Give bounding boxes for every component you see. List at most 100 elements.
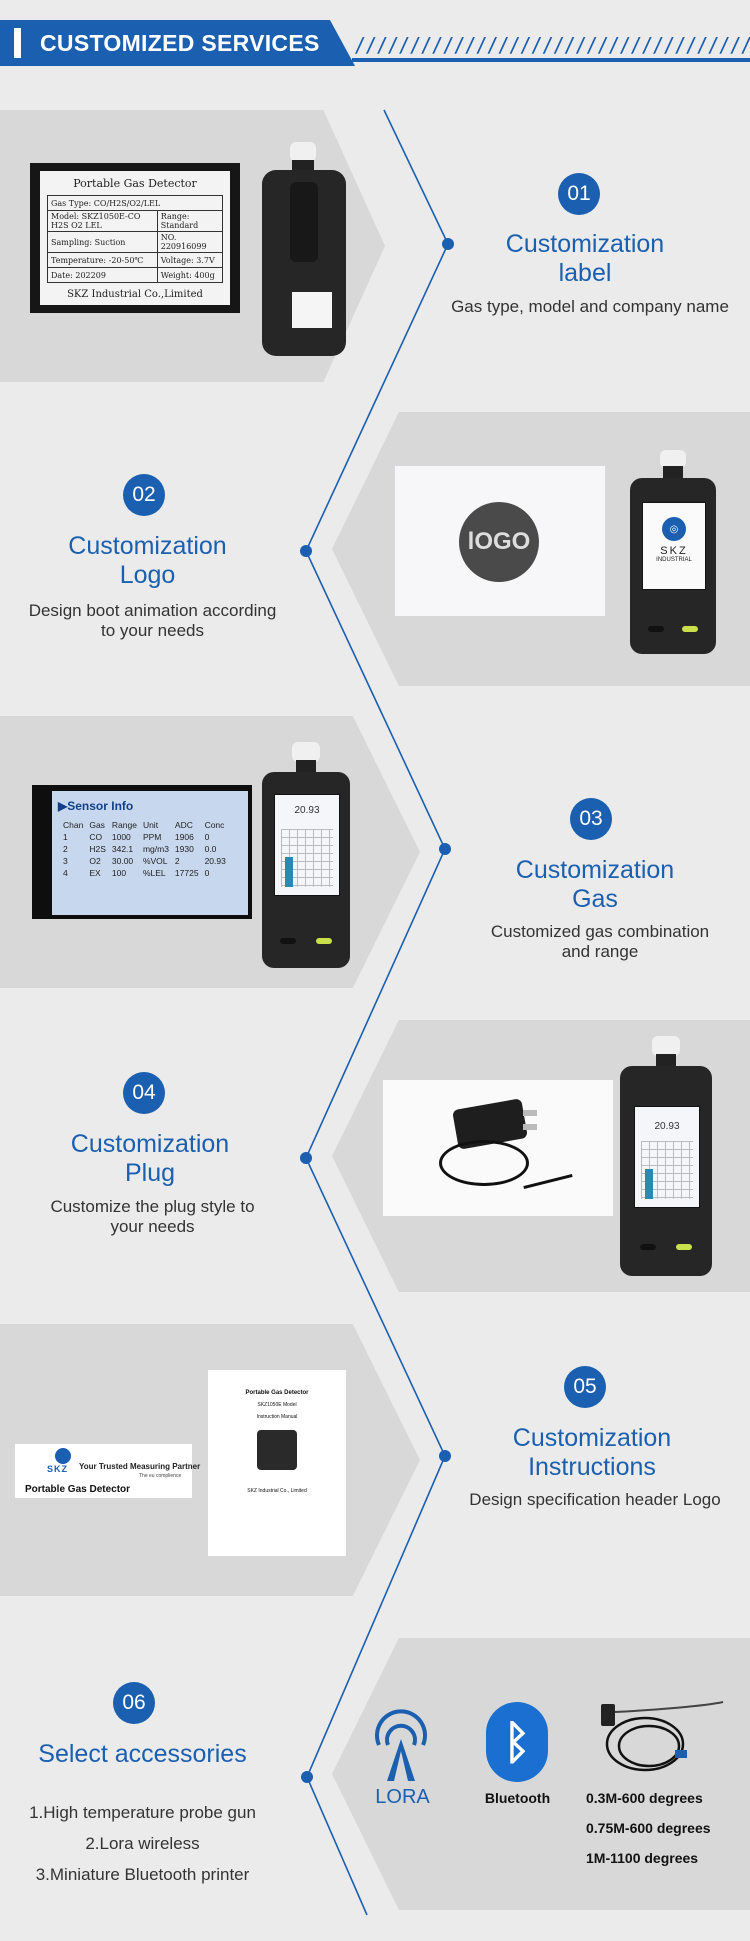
- title-line: Customization: [515, 856, 675, 884]
- probe-gun-image: [601, 1701, 724, 1772]
- sensor-cell: %VOL: [142, 856, 168, 866]
- probe-spec: 1M-1100 degrees: [586, 1850, 699, 1866]
- bluetooth-icon: ᛒ: [486, 1702, 548, 1782]
- sensor-header: Conc: [204, 820, 225, 830]
- step-number-01: 01: [558, 173, 600, 215]
- section-03-desc: Customized gas combination and range: [450, 922, 750, 962]
- sensor-header: Gas: [89, 820, 105, 830]
- timeline-node: [301, 1771, 313, 1783]
- header-banner: [0, 20, 355, 66]
- title-line: Customization: [70, 1130, 230, 1158]
- sensor-cell: 2: [63, 844, 68, 854]
- table-row: 4 EX 100 %LEL 17725 0: [60, 867, 229, 879]
- instruction-manual-cover: Portable Gas Detector SKZ1050E Model Ins…: [208, 1370, 346, 1556]
- section-01-desc: Gas type, model and company name: [451, 297, 729, 316]
- brand-icon: ◎: [662, 517, 686, 541]
- screen-reading: 20.93: [654, 1121, 680, 1132]
- play-icon: ▶: [58, 799, 68, 813]
- table-row: 1 CO 1000 PPM 1906 0: [60, 831, 229, 843]
- desc-line: Design boot animation according: [28, 601, 277, 620]
- section-03-title: Customization Gas: [480, 856, 710, 914]
- section-05-title: Customization Instructions: [474, 1424, 710, 1482]
- accessory-list: 1.High temperature probe gun 2.Lora wire…: [0, 1797, 285, 1890]
- doc-company: SKZ Industrial Co., Limited: [247, 1488, 307, 1494]
- label-cell: Weight: 400g: [156, 267, 224, 283]
- doc-model: SKZ1050E Model: [257, 1402, 297, 1408]
- label-cell: Voltage: 3.7V: [156, 252, 224, 268]
- doc-title: Portable Gas Detector: [245, 1390, 309, 1396]
- label-card: Portable Gas Detector Gas Type: CO/H2S/O…: [30, 163, 240, 313]
- sensor-info-screen: ▶Sensor Info Chan Gas Range Unit ADC Con…: [32, 785, 252, 919]
- sensor-header: Chan: [63, 820, 84, 830]
- sensor-cell: 342.1: [111, 844, 134, 854]
- list-item: 2.Lora wireless: [85, 1834, 200, 1853]
- sensor-cell: CO: [89, 832, 103, 842]
- header-slash-decoration: ////////////////////////////////////////…: [354, 33, 750, 57]
- sensor-cell: 0: [204, 868, 210, 878]
- sensor-cell: EX: [89, 868, 101, 878]
- desc-line: and range: [561, 942, 639, 961]
- title-line: label: [558, 259, 612, 287]
- sensor-cell: 1000: [111, 832, 131, 842]
- sensor-cell: mg/m3: [142, 844, 169, 854]
- section-01-title: Customization label: [470, 230, 700, 288]
- sensor-cell: %LEL: [142, 868, 166, 878]
- label-cell: Temperature: -20-50℃: [47, 252, 158, 268]
- timeline-node: [300, 545, 312, 557]
- brand-name: SKZ: [47, 1464, 68, 1474]
- title-line: Plug: [124, 1159, 176, 1187]
- section-05-desc: Design specification header Logo: [469, 1490, 721, 1509]
- device-image-gas: 20.93: [262, 742, 350, 968]
- sensor-info-title: Sensor Info: [67, 799, 134, 813]
- timeline-node: [439, 843, 451, 855]
- device-image-plug: 20.93: [620, 1036, 712, 1276]
- sensor-cell: 30.00: [111, 856, 134, 866]
- case-photo: [257, 1430, 297, 1470]
- step-number-02: 02: [123, 474, 165, 516]
- timeline-node: [439, 1450, 451, 1462]
- manual-header-logo: SKZ Your Trusted Measuring Partner The e…: [15, 1444, 200, 1498]
- label-card-table: Gas Type: CO/H2S/O2/LEL Model: SKZ1050E-…: [47, 195, 224, 283]
- label-cell: NO. 220916099: [156, 231, 224, 253]
- bluetooth-label: Bluetooth: [484, 1790, 551, 1806]
- step-number-03: 03: [570, 798, 612, 840]
- screen-reading: 20.93: [294, 805, 320, 816]
- header-underline: [352, 58, 750, 62]
- section-06-title: Select accessories: [38, 1740, 247, 1768]
- step-number-06: 06: [113, 1682, 155, 1724]
- probe-spec: 0.3M-600 degrees: [586, 1790, 703, 1806]
- desc-line: Customized gas combination: [490, 922, 710, 941]
- table-row: 3 O2 30.00 %VOL 2 20.93: [60, 855, 229, 867]
- title-line: Gas: [572, 885, 618, 913]
- brand-icon: [55, 1448, 71, 1464]
- sensor-cell: 0: [204, 832, 210, 842]
- section-02-title: Customization Logo: [30, 532, 265, 590]
- label-card-title: Portable Gas Detector: [73, 177, 197, 190]
- brand-name: SKZ: [660, 545, 688, 557]
- sensor-cell: 1906: [174, 832, 194, 842]
- label-cell: Date: 202209: [47, 267, 158, 283]
- title-line: Customization: [512, 1424, 672, 1452]
- device-image-logo: ◎ SKZ INDUSTRIAL: [630, 450, 716, 654]
- manual-product: Portable Gas Detector: [25, 1484, 131, 1495]
- desc-line: to your needs: [100, 621, 204, 640]
- sensor-cell: 17725: [174, 868, 199, 878]
- section-02-desc: Design boot animation according to your …: [0, 601, 305, 641]
- label-cell: Range: Standard: [156, 210, 224, 232]
- label-row: Gas Type: CO/H2S/O2/LEL: [47, 195, 223, 211]
- sensor-cell: 1: [63, 832, 68, 842]
- header-accent-stripe: [14, 28, 21, 58]
- sensor-cell: 2: [174, 856, 180, 866]
- lora-icon: [375, 1709, 427, 1781]
- sensor-cell: 3: [63, 856, 68, 866]
- title-line: Logo: [119, 561, 176, 589]
- title-line: Instructions: [528, 1453, 656, 1481]
- sensor-header: ADC: [174, 820, 193, 830]
- label-card-company: SKZ Industrial Co.,Limited: [67, 289, 203, 300]
- section-04-title: Customization Plug: [30, 1130, 270, 1188]
- sensor-cell: PPM: [142, 832, 162, 842]
- logo-placeholder: lOGO: [459, 502, 539, 582]
- sensor-cell: 4: [63, 868, 68, 878]
- brand-sub: INDUSTRIAL: [656, 557, 692, 563]
